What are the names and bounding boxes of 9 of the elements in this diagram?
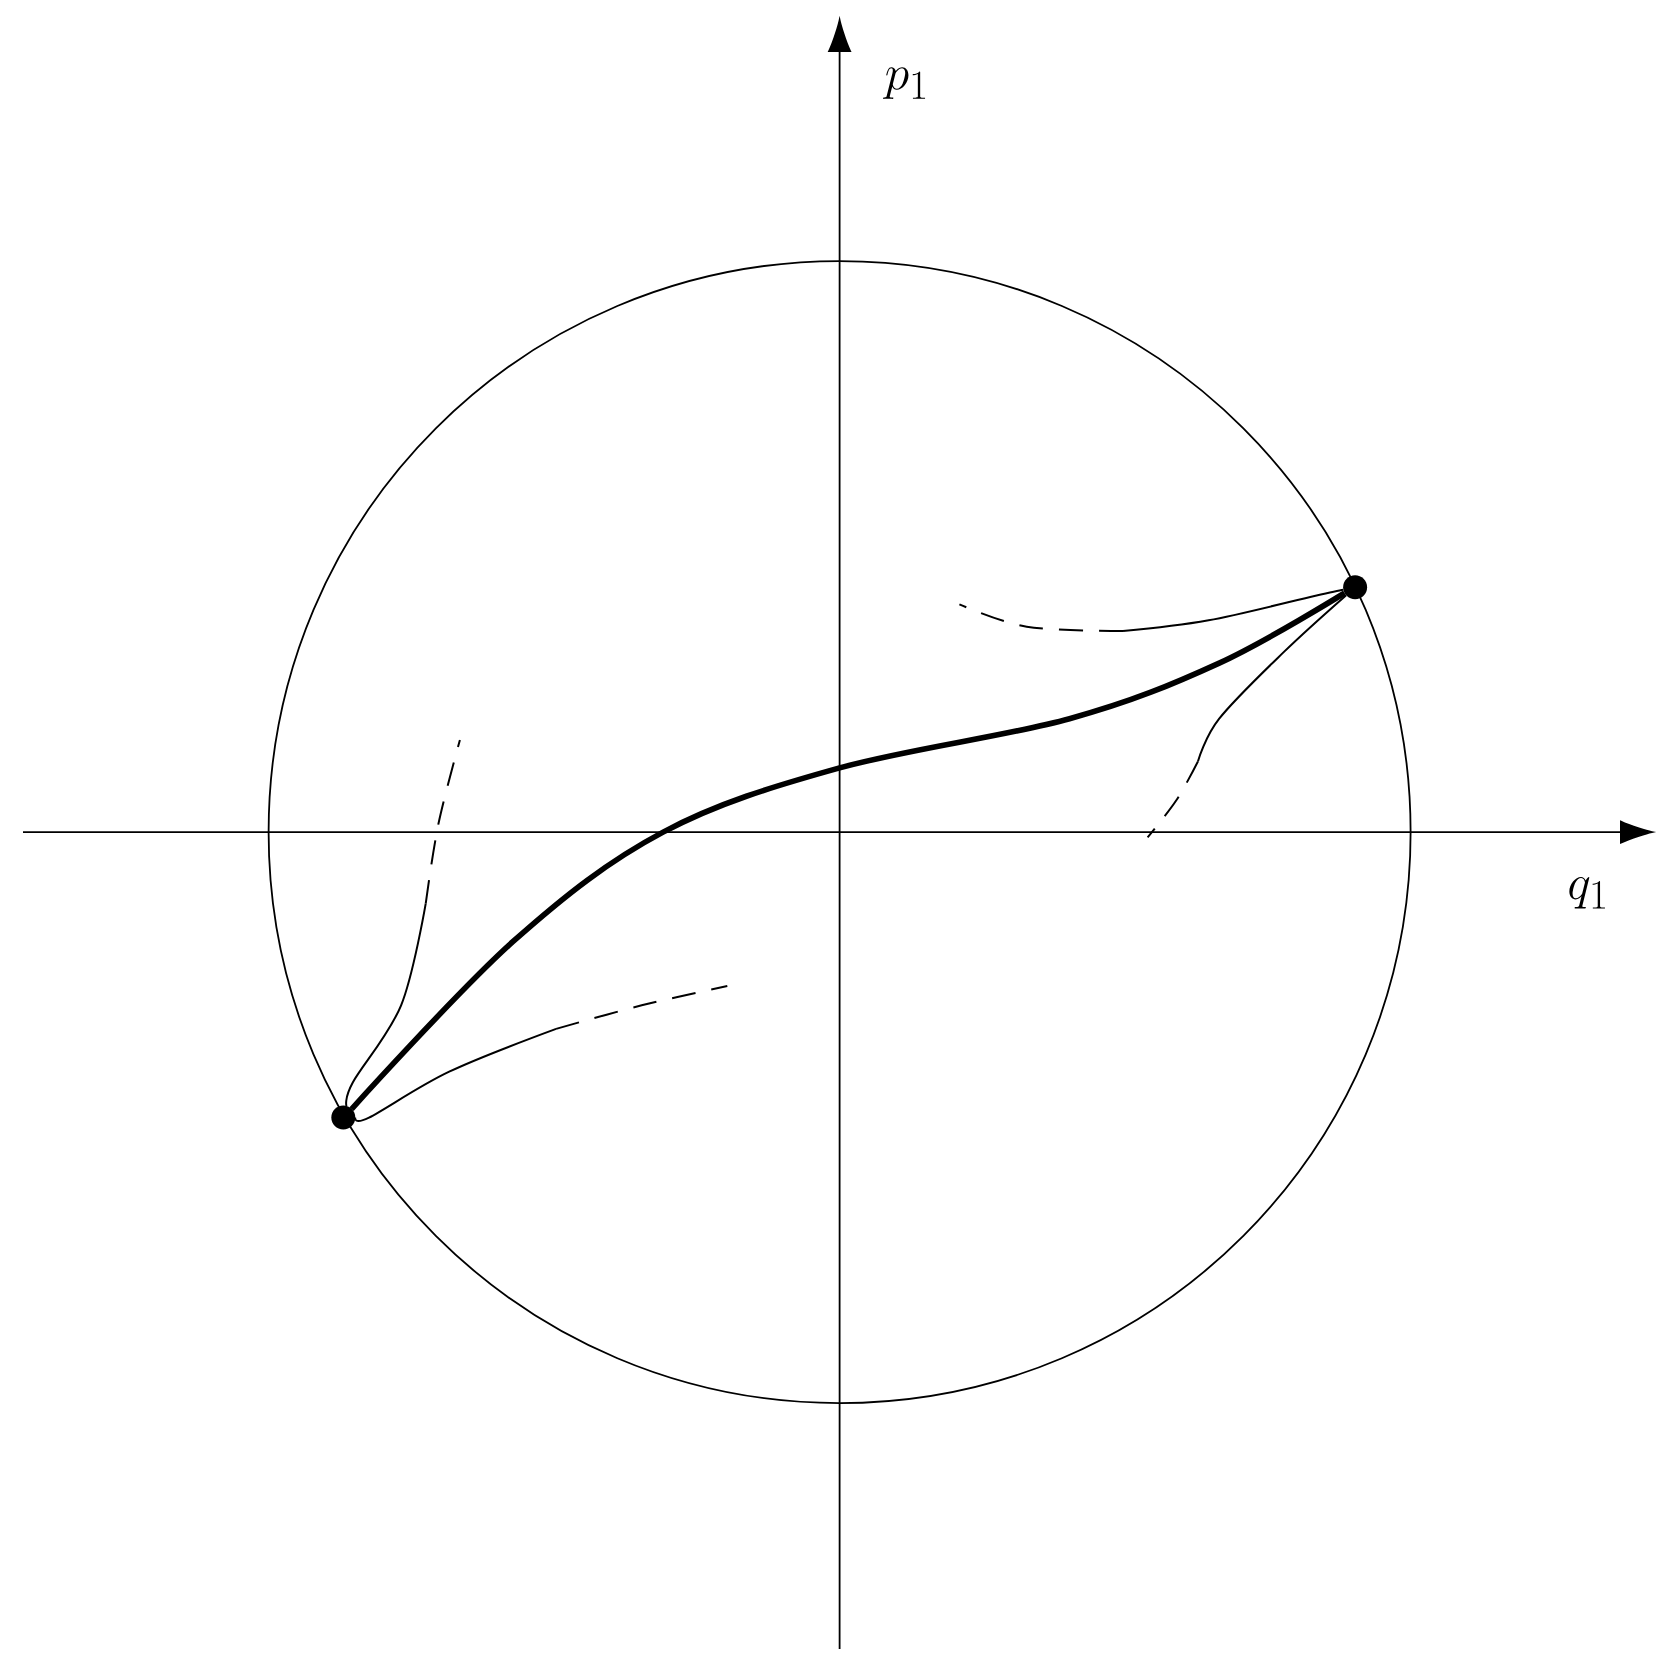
trajectory-curve [958,588,1345,632]
trajectory-curve [349,590,1347,1111]
axis-label: $q_1$ [1569,876,1605,909]
trajectory-curve [345,739,461,1108]
axis-label: $p_1$ [883,67,926,99]
point-dot [331,1105,356,1130]
point-dot [1343,575,1368,600]
trajectory-curve [354,985,729,1122]
trajectory-curve [1146,594,1348,839]
